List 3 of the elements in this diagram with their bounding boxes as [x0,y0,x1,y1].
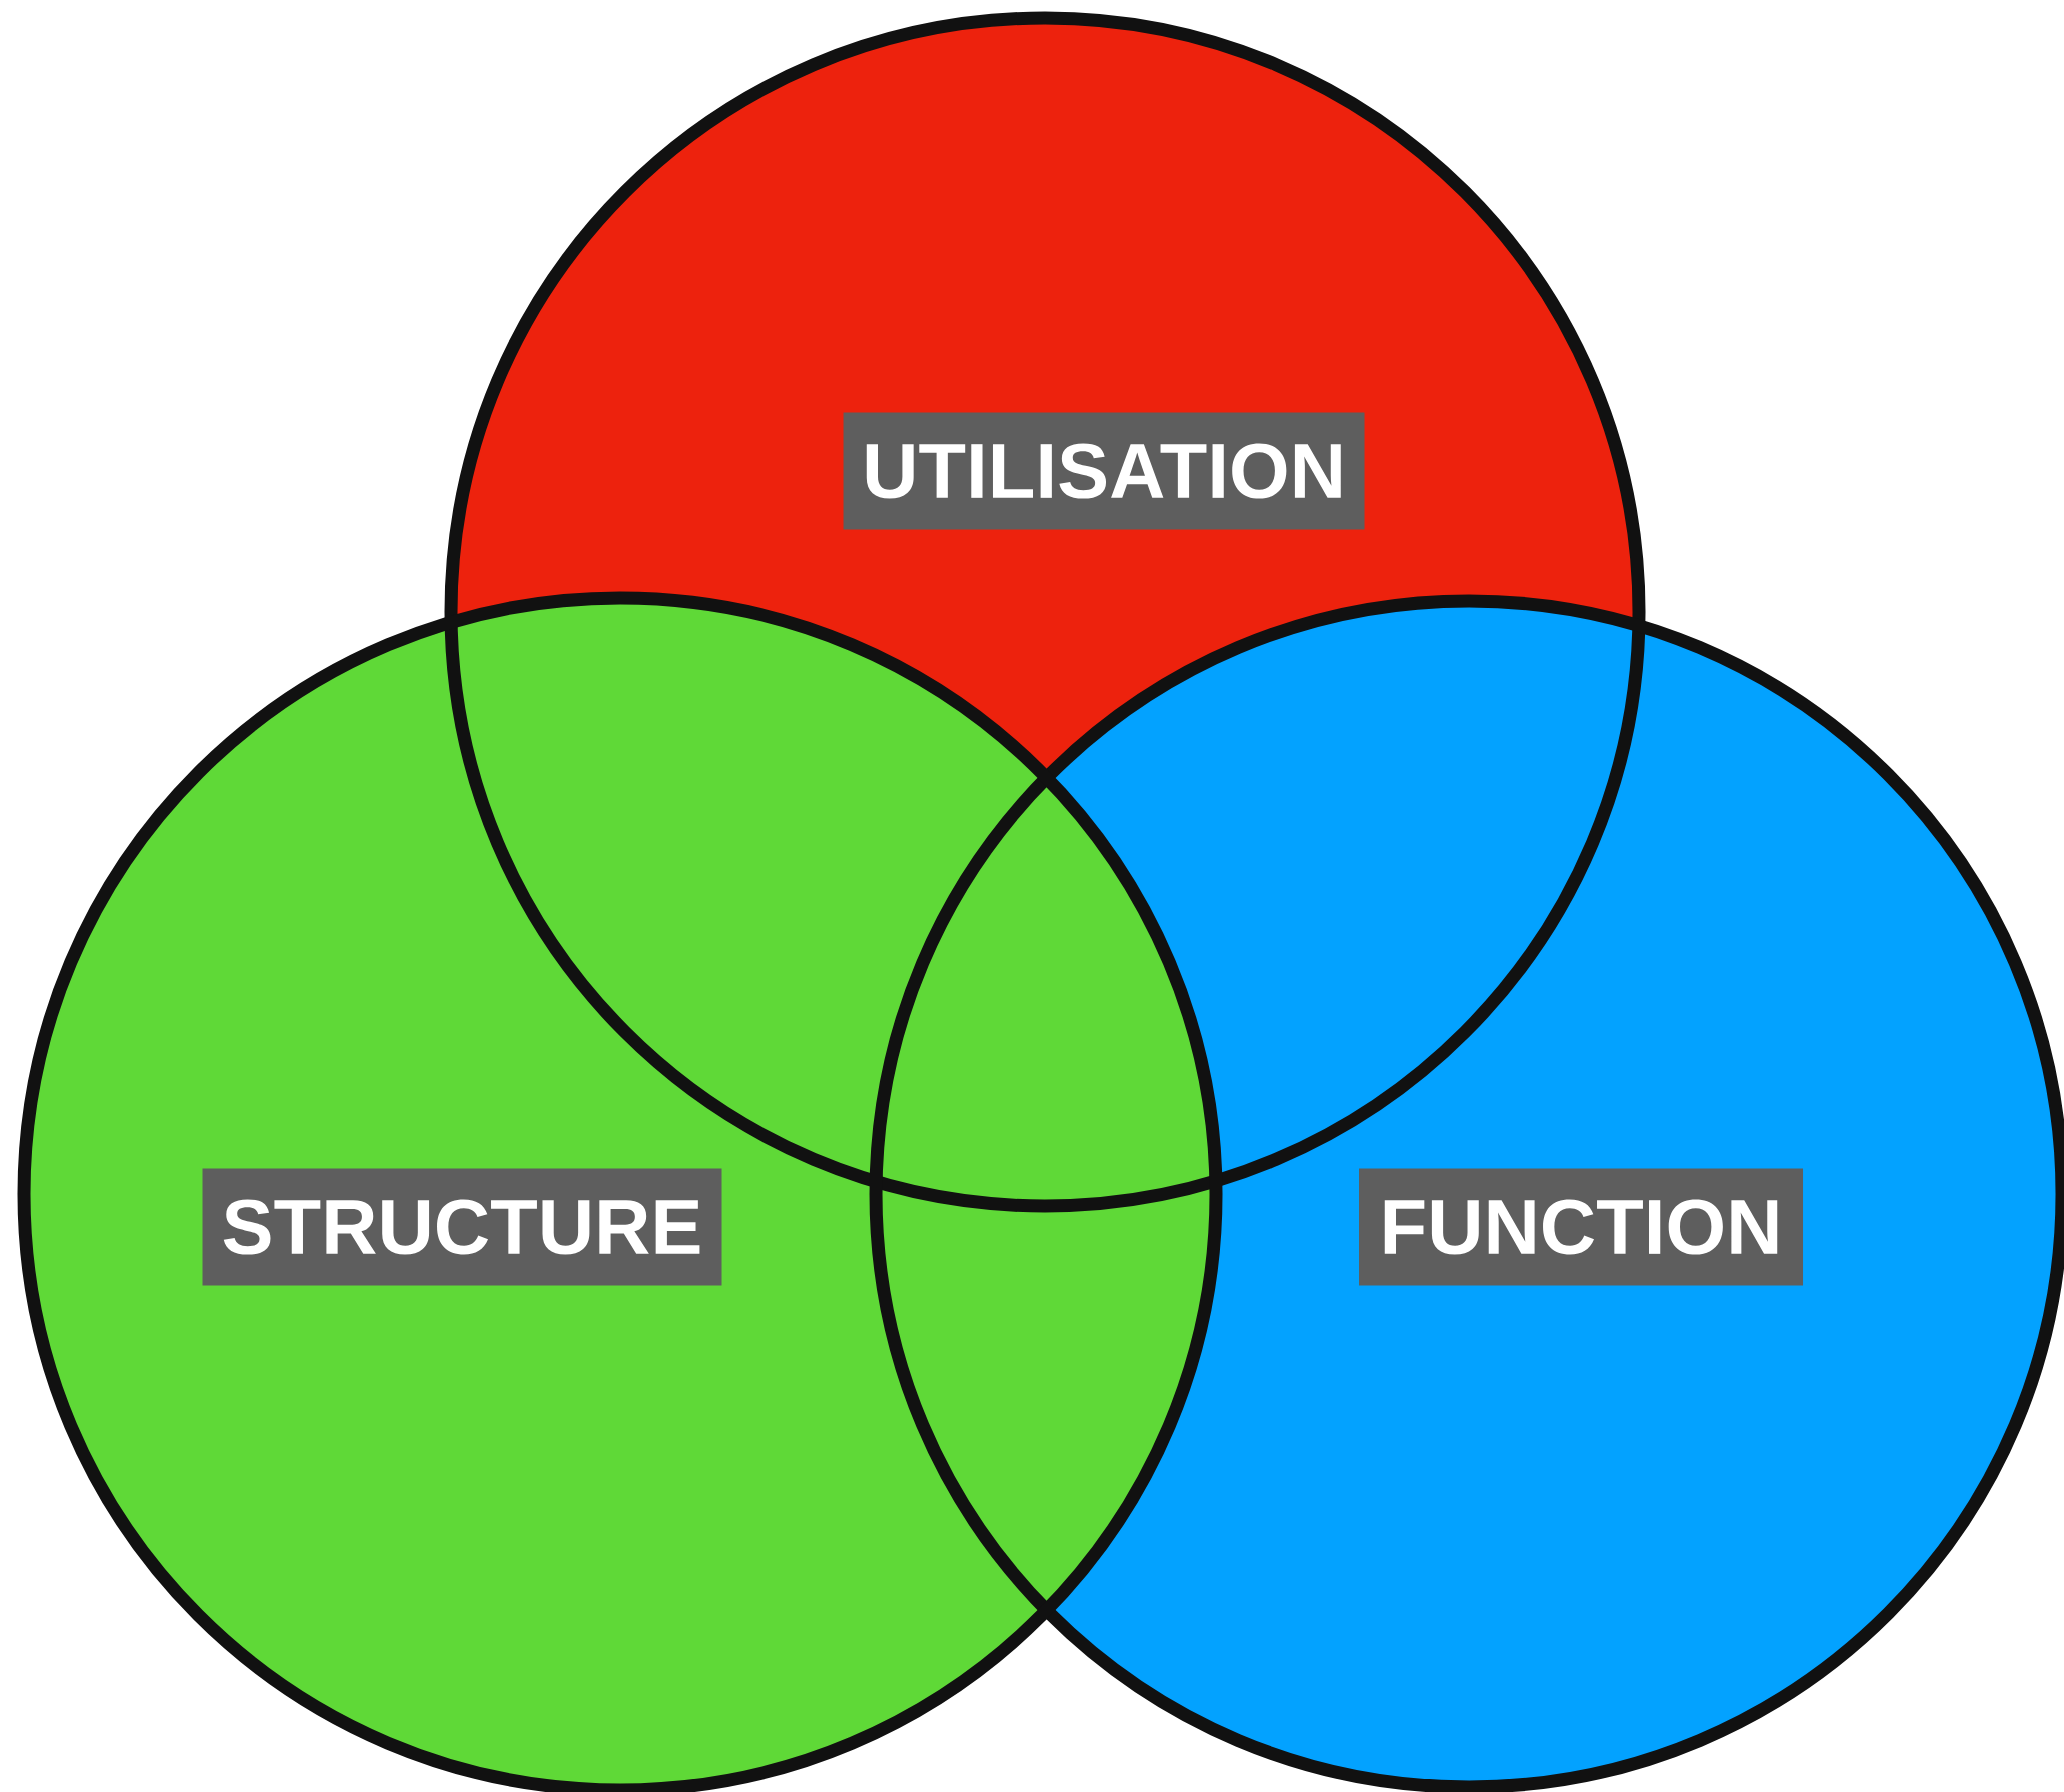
label-box: FUNCTION [1359,1168,1803,1286]
label-box: STRUCTURE [202,1168,722,1286]
label-box: UTILISATION [843,412,1365,530]
